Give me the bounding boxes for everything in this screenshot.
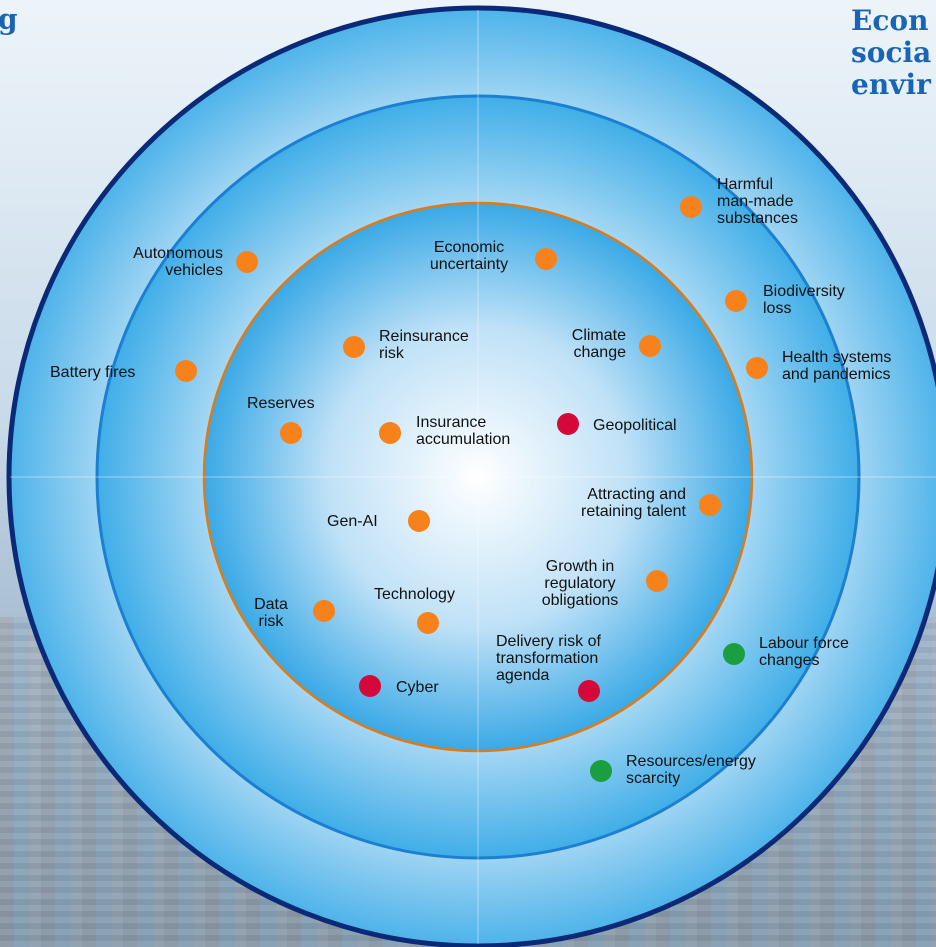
risk-dot-delivery-risk bbox=[578, 680, 600, 702]
risk-dot-cyber bbox=[359, 675, 381, 697]
section-title-left: g bbox=[0, 3, 18, 36]
risk-dot-reserves bbox=[280, 422, 302, 444]
risk-label-reinsurance-risk: Reinsurance risk bbox=[379, 328, 469, 362]
risk-label-resources-scarcity: Resources/energy scarcity bbox=[626, 753, 756, 787]
risk-label-autonomous-vehicles: Autonomous vehicles bbox=[133, 245, 223, 279]
risk-dot-reinsurance-risk bbox=[343, 336, 365, 358]
risk-dot-battery-fires bbox=[175, 360, 197, 382]
risk-label-gen-ai: Gen-AI bbox=[327, 513, 378, 530]
risk-dot-resources-scarcity bbox=[590, 760, 612, 782]
risk-dot-technology bbox=[417, 612, 439, 634]
risk-dot-gen-ai bbox=[408, 510, 430, 532]
risk-dot-labour-force bbox=[723, 643, 745, 665]
risk-dot-climate-change bbox=[639, 335, 661, 357]
risk-dot-harmful-substances bbox=[680, 196, 702, 218]
risk-label-battery-fires: Battery fires bbox=[50, 364, 136, 381]
risk-label-economic-uncertainty: Economic uncertainty bbox=[429, 239, 509, 273]
risk-label-technology: Technology bbox=[374, 586, 455, 603]
risk-label-attracting-talent: Attracting and retaining talent bbox=[581, 486, 686, 520]
risk-label-delivery-risk: Delivery risk of transformation agenda bbox=[496, 633, 601, 684]
inner-ring bbox=[202, 201, 754, 753]
risk-dot-biodiversity-loss bbox=[725, 290, 747, 312]
risk-label-cyber: Cyber bbox=[396, 679, 439, 696]
risk-dot-data-risk bbox=[313, 600, 335, 622]
risk-dot-economic-uncertainty bbox=[535, 248, 557, 270]
risk-dot-insurance-accumulation bbox=[379, 422, 401, 444]
risk-dot-regulatory-obligations bbox=[646, 570, 668, 592]
section-title-right: Econ socia envir bbox=[851, 4, 932, 101]
risk-label-reserves: Reserves bbox=[247, 395, 315, 412]
risk-label-biodiversity-loss: Biodiversity loss bbox=[763, 283, 845, 317]
risk-label-labour-force: Labour force changes bbox=[759, 635, 849, 669]
risk-label-data-risk: Data risk bbox=[254, 596, 288, 630]
risk-label-climate-change: Climate change bbox=[571, 327, 626, 361]
risk-label-health-systems: Health systems and pandemics bbox=[782, 349, 892, 383]
risk-dot-geopolitical bbox=[557, 413, 579, 435]
risk-dot-health-systems bbox=[746, 357, 768, 379]
risk-label-insurance-accumulation: Insurance accumulation bbox=[416, 414, 511, 448]
risk-dot-attracting-talent bbox=[699, 494, 721, 516]
risk-label-regulatory-obligations: Growth in regulatory obligations bbox=[541, 558, 619, 609]
risk-dot-autonomous-vehicles bbox=[236, 251, 258, 273]
risk-label-harmful-substances: Harmful man-made substances bbox=[717, 176, 798, 227]
risk-label-geopolitical: Geopolitical bbox=[593, 417, 677, 434]
